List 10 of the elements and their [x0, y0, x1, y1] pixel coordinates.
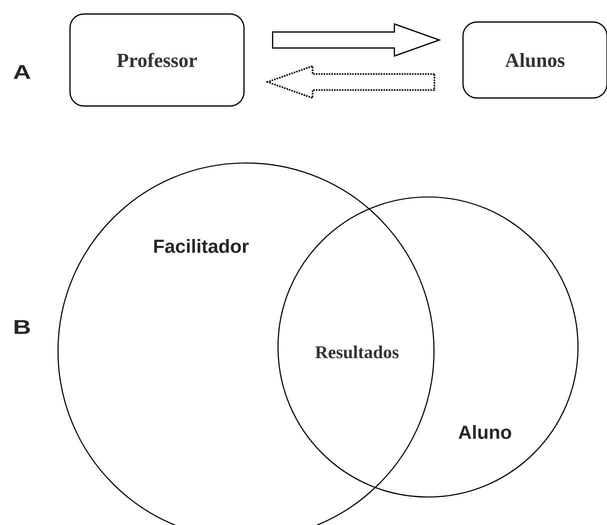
- circle-label: Facilitador: [154, 239, 249, 253]
- block-arrow: [272, 23, 442, 57]
- circle-label: Aluno: [458, 425, 512, 439]
- rounded-box: Professor: [69, 13, 245, 107]
- circle: [277, 196, 579, 498]
- block-arrow: [265, 64, 436, 100]
- overlap-label: Resultados: [315, 346, 399, 358]
- panel-letter: A: [14, 65, 30, 79]
- panel-letter: B: [14, 320, 30, 334]
- rounded-box: Alunos: [462, 21, 607, 99]
